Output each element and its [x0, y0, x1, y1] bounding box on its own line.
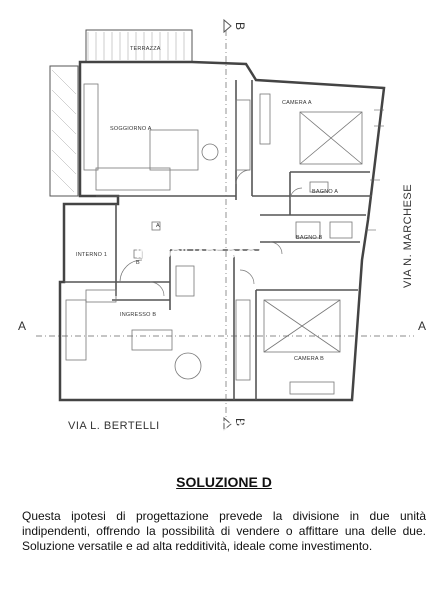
section-arrow-b-top: [223, 18, 232, 34]
room-label-bagno-b: BAGNO B: [296, 235, 323, 241]
door-swings: [119, 169, 303, 297]
stair-label-b: B: [136, 260, 140, 266]
stair-label-a: A: [156, 223, 160, 229]
balcony-outline: [49, 65, 79, 197]
solution-description: Questa ipotesi di progettazione prevede …: [22, 509, 426, 553]
watermark-portal: casa.it: [218, 415, 274, 435]
balcony-hatch: [51, 69, 77, 193]
exterior-walls: [58, 60, 386, 402]
section-lines: [36, 30, 414, 420]
watermark-agency: IMMOBILIARE DAGA: [136, 246, 266, 261]
terrace-hatch: [87, 32, 185, 60]
room-label-soggiorno-a: SOGGIORNO A: [110, 126, 152, 132]
section-marker-a-left: A: [18, 319, 26, 333]
street-label-bottom: VIA L. BERTELLI: [68, 420, 160, 432]
interior-walls: [64, 80, 372, 400]
window-marks: [366, 109, 384, 231]
section-marker-b-bottom: B: [233, 418, 247, 426]
room-label-ingresso-b: INGRESSO B: [120, 312, 156, 318]
section-marker-b-top: B: [233, 22, 247, 30]
floor-plan: TERRAZZA SOGGIORNO A CAMERA A BAGNO A BA…: [18, 18, 427, 435]
room-label-terrazza: TERRAZZA: [130, 46, 161, 52]
room-label-camera-b: CAMERA B: [294, 356, 324, 362]
furniture: [65, 83, 363, 395]
room-label-bagno-a: BAGNO A: [312, 189, 338, 195]
section-marker-a-right: A: [418, 319, 426, 333]
room-label-interno: INTERNO 1: [76, 252, 107, 258]
street-label-right: VIA N. MARCHESE: [402, 184, 414, 288]
room-label-camera-a: CAMERA A: [282, 100, 312, 106]
section-arrow-b-bottom: [223, 416, 232, 432]
solution-title: SOLUZIONE D: [176, 474, 272, 490]
